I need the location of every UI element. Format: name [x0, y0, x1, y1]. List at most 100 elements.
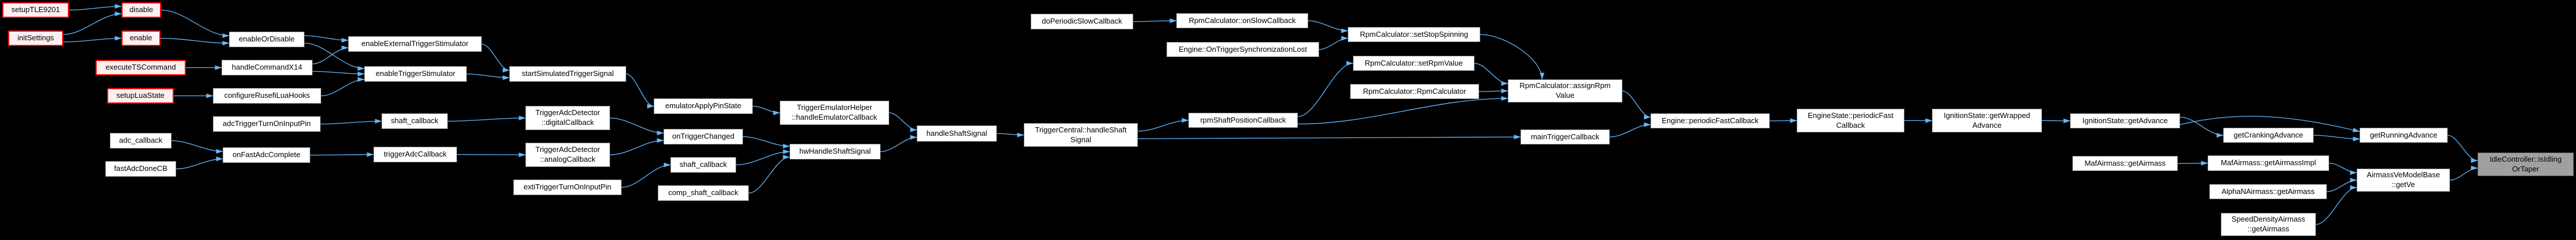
edge-shaft-callback-1--trigger-adc-detector-digital-callback: [447, 116, 526, 122]
edge-on-trigger-changed--hw-handle-shaft-signal: [742, 136, 790, 148]
edge-rpm-calculator-rpm-calculator--rpm-calculator-assign-rpm-value: [1478, 89, 1508, 94]
enable-trigger-stimulator-node[interactable]: enableTriggerStimulator: [364, 66, 467, 82]
enable-or-disable-node[interactable]: enableOrDisable: [229, 32, 304, 47]
enable-external-trigger-stimulator-node[interactable]: enableExternalTriggerStimulator: [348, 36, 482, 52]
edge-adc-callback--on-fast-adc-complete: [171, 140, 223, 154]
edge-speed-density-airmass-get-airmass--airmass-ve-model-base-get-ve: [2315, 185, 2357, 225]
shaft-callback-2-node[interactable]: shaft_callback: [670, 157, 736, 173]
get-running-advance-node[interactable]: getRunningAdvance: [2360, 128, 2448, 143]
rpm-calculator-set-rpm-value-node[interactable]: RpmCalculator::setRpmValue: [1353, 56, 1474, 71]
ignition-state-get-wrapped-advance-node[interactable]: IgnitionState::getWrapped Advance: [1932, 109, 2042, 132]
edge-rpm-shaft-position-callback--rpm-calculator-set-rpm-value: [1297, 61, 1354, 117]
setup-lua-state-node[interactable]: setupLuaState: [107, 88, 174, 104]
disable-node[interactable]: disable: [121, 2, 161, 18]
trigger-adc-callback-node[interactable]: triggerAdcCallback: [374, 147, 457, 162]
adc-trigger-turn-on-input-pin-node[interactable]: adcTriggerTurnOnInputPin: [213, 116, 321, 132]
node-label: enableExternalTriggerStimulator: [361, 39, 468, 48]
alpha-n-airmass-get-airmass-node[interactable]: AlphaNAirmass::getAirmass: [2209, 184, 2327, 199]
enable-node[interactable]: enable: [121, 31, 161, 46]
handle-command-x14-node[interactable]: handleCommandX14: [222, 60, 313, 75]
edge-maf-airmass-get-airmass-impl--airmass-ve-model-base-get-ve: [2329, 162, 2357, 175]
hw-handle-shaft-signal-node[interactable]: hwHandleShaftSignal: [790, 144, 881, 159]
trigger-adc-detector-digital-callback-node[interactable]: TriggerAdcDetector ::digitalCallback: [525, 106, 610, 130]
edge-trigger-emulator-helper-handle-emulator-callback--handle-shaft-signal: [889, 112, 917, 132]
fast-adc-done-cb-node[interactable]: fastAdcDoneCB: [105, 161, 176, 177]
node-label: TriggerEmulatorHelper ::handleEmulatorCa…: [791, 103, 878, 121]
rpm-calculator-set-stop-spinning-node[interactable]: RpmCalculator::setStopSpinning: [1348, 27, 1480, 42]
rpm-calculator-on-slow-callback-node[interactable]: RpmCalculator::onSlowCallback: [1176, 13, 1308, 28]
node-label: RpmCalculator::setStopSpinning: [1360, 29, 1468, 39]
edge-main-trigger-callback--engine-periodic-fast-callback: [1609, 122, 1651, 138]
edge-rpm-shaft-position-callback--rpm-calculator-assign-rpm-value: [1297, 96, 1508, 125]
configure-rusefi-lua-hooks-node[interactable]: configureRusefiLuaHooks: [213, 88, 321, 104]
edge-rpm-calculator-on-slow-callback--rpm-calculator-set-stop-spinning: [1308, 20, 1348, 33]
trigger-emulator-helper-handle-emulator-callback-node[interactable]: TriggerEmulatorHelper ::handleEmulatorCa…: [780, 101, 889, 125]
edge-enable-external-trigger-stimulator--start-simulated-trigger-signal: [481, 43, 510, 73]
node-label: RpmCalculator::setRpmValue: [1365, 58, 1463, 67]
airmass-ve-model-base-get-ve-node[interactable]: AirmassVeModelBase ::getVe: [2357, 169, 2450, 192]
node-label: disable: [129, 5, 154, 14]
node-label: executeTSCommand: [105, 63, 176, 72]
node-label: shaft_callback: [391, 116, 439, 125]
maf-airmass-get-airmass-impl-node[interactable]: MafAirmass::getAirmassImpl: [2208, 155, 2329, 171]
shaft-callback-1-node[interactable]: shaft_callback: [382, 113, 448, 129]
rpm-calculator-assign-rpm-value-node[interactable]: RpmCalculator::assignRpm Value: [1508, 79, 1622, 102]
node-label: doPeriodicSlowCallback: [1042, 17, 1122, 26]
edge-maf-airmass-get-airmass--maf-airmass-get-airmass-impl: [2177, 161, 2208, 166]
edge-trigger-adc-detector-analog-callback--on-trigger-changed: [609, 138, 664, 155]
edge-handle-shaft-signal--trigger-central-handle-shaft-signal: [996, 132, 1024, 138]
emulator-apply-pin-state-node[interactable]: emulatorApplyPinState: [654, 98, 753, 114]
setup-tle9201-node[interactable]: setupTLE9201: [2, 2, 69, 18]
edge-do-periodic-slow-callback--rpm-calculator-on-slow-callback: [1133, 18, 1177, 24]
node-label: RpmCalculator::assignRpm Value: [1519, 81, 1611, 100]
node-label: MafAirmass::getAirmassImpl: [2220, 158, 2316, 167]
adc-callback-node[interactable]: adc_callback: [110, 133, 172, 148]
node-label: comp_shaft_callback: [668, 188, 738, 197]
node-label: getCrankingAdvance: [2234, 130, 2303, 139]
edge-init-settings--enable: [63, 36, 122, 43]
node-label: startSimulatedTriggerSignal: [521, 69, 614, 78]
execute-ts-command-node[interactable]: executeTSCommand: [96, 60, 186, 75]
node-label: IdleController::isIdling OrTaper: [2489, 154, 2562, 173]
on-fast-adc-complete-node[interactable]: onFastAdcComplete: [223, 147, 310, 163]
edge-handle-command-x14--enable-external-trigger-stimulator: [312, 45, 349, 64]
idle-controller-is-idling-or-taper-node[interactable]: IdleController::isIdling OrTaper: [2478, 153, 2574, 176]
edge-start-simulated-trigger-signal--emulator-apply-pin-state: [626, 73, 654, 109]
engine-on-trigger-synchronization-lost-node[interactable]: Engine::OnTriggerSynchronizationLost: [1167, 42, 1319, 57]
edge-init-settings--disable: [63, 12, 122, 35]
engine-state-periodic-fast-callback-node[interactable]: EngineState::periodicFast Callback: [1797, 109, 1904, 132]
do-periodic-slow-callback-node[interactable]: doPeriodicSlowCallback: [1031, 14, 1133, 29]
node-label: onTriggerChanged: [672, 132, 734, 141]
main-trigger-callback-node[interactable]: mainTriggerCallback: [1521, 129, 1610, 144]
trigger-central-handle-shaft-signal-node[interactable]: TriggerCentral::handleShaft Signal: [1024, 123, 1138, 147]
init-settings-node[interactable]: initSettings: [8, 31, 63, 46]
ignition-state-get-advance-node[interactable]: IgnitionState::getAdvance: [2070, 113, 2180, 128]
node-label: MafAirmass::getAirmass: [2085, 158, 2166, 167]
node-label: enableTriggerStimulator: [375, 69, 456, 78]
rpm-calculator-rpm-calculator-node[interactable]: RpmCalculator::RpmCalculator: [1350, 84, 1479, 99]
edge-enable--enable-or-disable: [160, 37, 230, 45]
node-label: fastAdcDoneCB: [114, 164, 167, 173]
node-label: emulatorApplyPinState: [665, 101, 742, 111]
edge-enable-trigger-stimulator--start-simulated-trigger-signal: [466, 73, 510, 80]
node-label: hwHandleShaftSignal: [799, 147, 871, 156]
engine-periodic-fast-callback-node[interactable]: Engine::periodicFastCallback: [1651, 113, 1770, 128]
node-label: TriggerAdcDetector ::digitalCallback: [535, 108, 600, 127]
edge-get-running-advance--idle-controller-is-idling-or-taper: [2447, 135, 2478, 163]
node-label: configureRusefiLuaHooks: [224, 91, 310, 100]
speed-density-airmass-get-airmass-node[interactable]: SpeedDensityAirmass ::getAirmass: [2221, 213, 2316, 236]
get-cranking-advance-node[interactable]: getCrankingAdvance: [2223, 128, 2314, 143]
trigger-adc-detector-analog-callback-node[interactable]: TriggerAdcDetector ::analogCallback: [525, 143, 610, 167]
edge-alpha-n-airmass-get-airmass--airmass-ve-model-base-get-ve: [2326, 178, 2357, 192]
rpm-shaft-position-callback-node[interactable]: rpmShaftPositionCallback: [1188, 113, 1298, 128]
node-label: extiTriggerTurnOnInputPin: [523, 182, 612, 192]
comp-shaft-callback-node[interactable]: comp_shaft_callback: [658, 185, 749, 201]
edge-rpm-calculator-set-rpm-value--rpm-calculator-assign-rpm-value: [1474, 63, 1508, 86]
on-trigger-changed-node[interactable]: onTriggerChanged: [664, 129, 743, 144]
edge-disable--enable-or-disable: [161, 9, 230, 38]
handle-shaft-signal-node[interactable]: handleShaftSignal: [917, 125, 997, 142]
start-simulated-trigger-signal-node[interactable]: startSimulatedTriggerSignal: [509, 66, 626, 82]
exti-trigger-turn-on-input-pin-node[interactable]: extiTriggerTurnOnInputPin: [513, 180, 622, 195]
maf-airmass-get-airmass-node[interactable]: MafAirmass::getAirmass: [2072, 156, 2178, 171]
edge-trigger-central-handle-shaft-signal--main-trigger-callback: [1137, 135, 1521, 140]
